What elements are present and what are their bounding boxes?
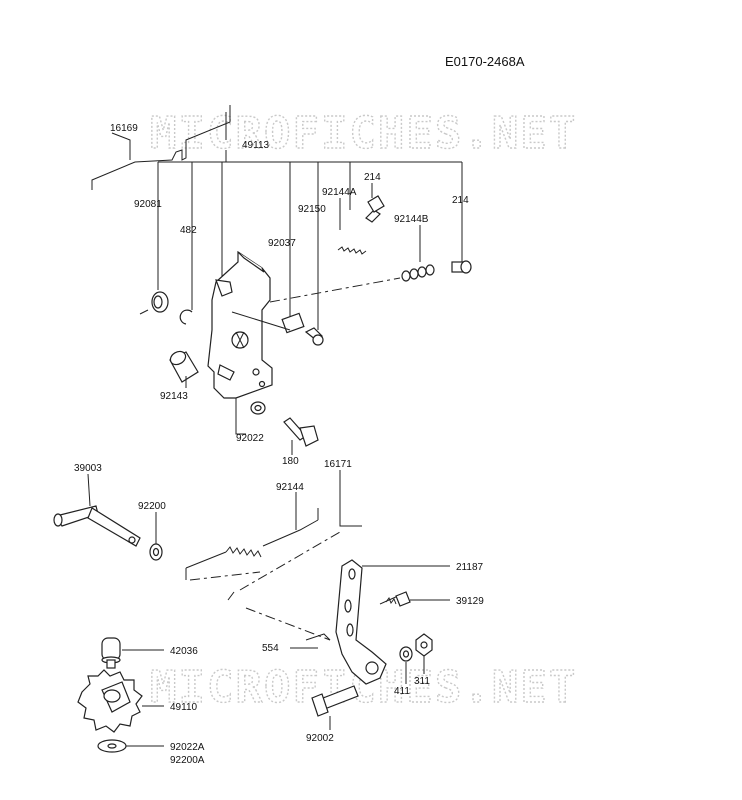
part-92144: [185, 508, 319, 580]
part-92144B: [401, 264, 435, 282]
label-49110: 49110: [170, 702, 198, 713]
label-92200A: 92200A: [170, 755, 205, 766]
label-214-top: 214: [364, 172, 381, 183]
label-49113: 49113: [242, 140, 270, 151]
label-92037: 92037: [268, 238, 296, 249]
label-411: 411: [394, 686, 410, 697]
part-214-right: [451, 260, 472, 274]
part-92200: [149, 543, 163, 561]
leader-49113: [157, 161, 463, 320]
governor-bracket: [207, 250, 273, 399]
label-92002: 92002: [306, 733, 334, 744]
part-92143: [169, 350, 199, 383]
label-39003: 39003: [74, 463, 102, 474]
part-311: [415, 633, 433, 657]
label-92081: 92081: [134, 199, 162, 210]
label-92144: 92144: [276, 482, 304, 493]
assembly-line-upper: [269, 277, 401, 303]
part-482: [179, 309, 193, 325]
label-92200: 92200: [138, 501, 166, 512]
label-180: 180: [282, 456, 299, 467]
part-49110: [77, 669, 143, 733]
part-92150: [281, 312, 324, 346]
label-92144B: 92144B: [394, 214, 429, 225]
part-16171: [339, 500, 362, 527]
label-92022: 92022: [236, 433, 264, 444]
part-39129: [379, 591, 411, 607]
label-92150: 92150: [298, 204, 326, 215]
part-39003: [53, 505, 141, 547]
label-42036: 42036: [170, 646, 198, 657]
label-21187: 21187: [456, 562, 484, 573]
label-214-right: 214: [452, 195, 469, 206]
part-214-top: [365, 195, 385, 223]
plate-16169: [91, 105, 231, 190]
label-39129: 39129: [456, 596, 484, 607]
watermark-top: MICROFICHES.NET: [150, 108, 577, 159]
label-482: 482: [180, 225, 197, 236]
part-554: [305, 633, 331, 641]
part-411: [399, 646, 413, 662]
drawing-code: E0170-2468A: [445, 54, 525, 69]
label-92022A: 92022A: [170, 742, 205, 753]
part-92022A: [97, 739, 127, 753]
part-92002: [311, 685, 359, 717]
part-92022: [250, 401, 266, 415]
part-180: [283, 417, 319, 447]
label-16171: 16171: [324, 459, 352, 470]
label-92143: 92143: [160, 391, 188, 402]
part-21187: [335, 559, 387, 685]
label-311: 311: [414, 676, 430, 687]
label-92144A: 92144A: [322, 187, 357, 198]
leader-lines: [87, 132, 463, 747]
part-92144A: [337, 246, 367, 255]
label-554: 554: [262, 643, 279, 654]
part-42036: [101, 637, 121, 669]
label-16169: 16169: [110, 123, 138, 134]
part-92081: [139, 291, 169, 315]
